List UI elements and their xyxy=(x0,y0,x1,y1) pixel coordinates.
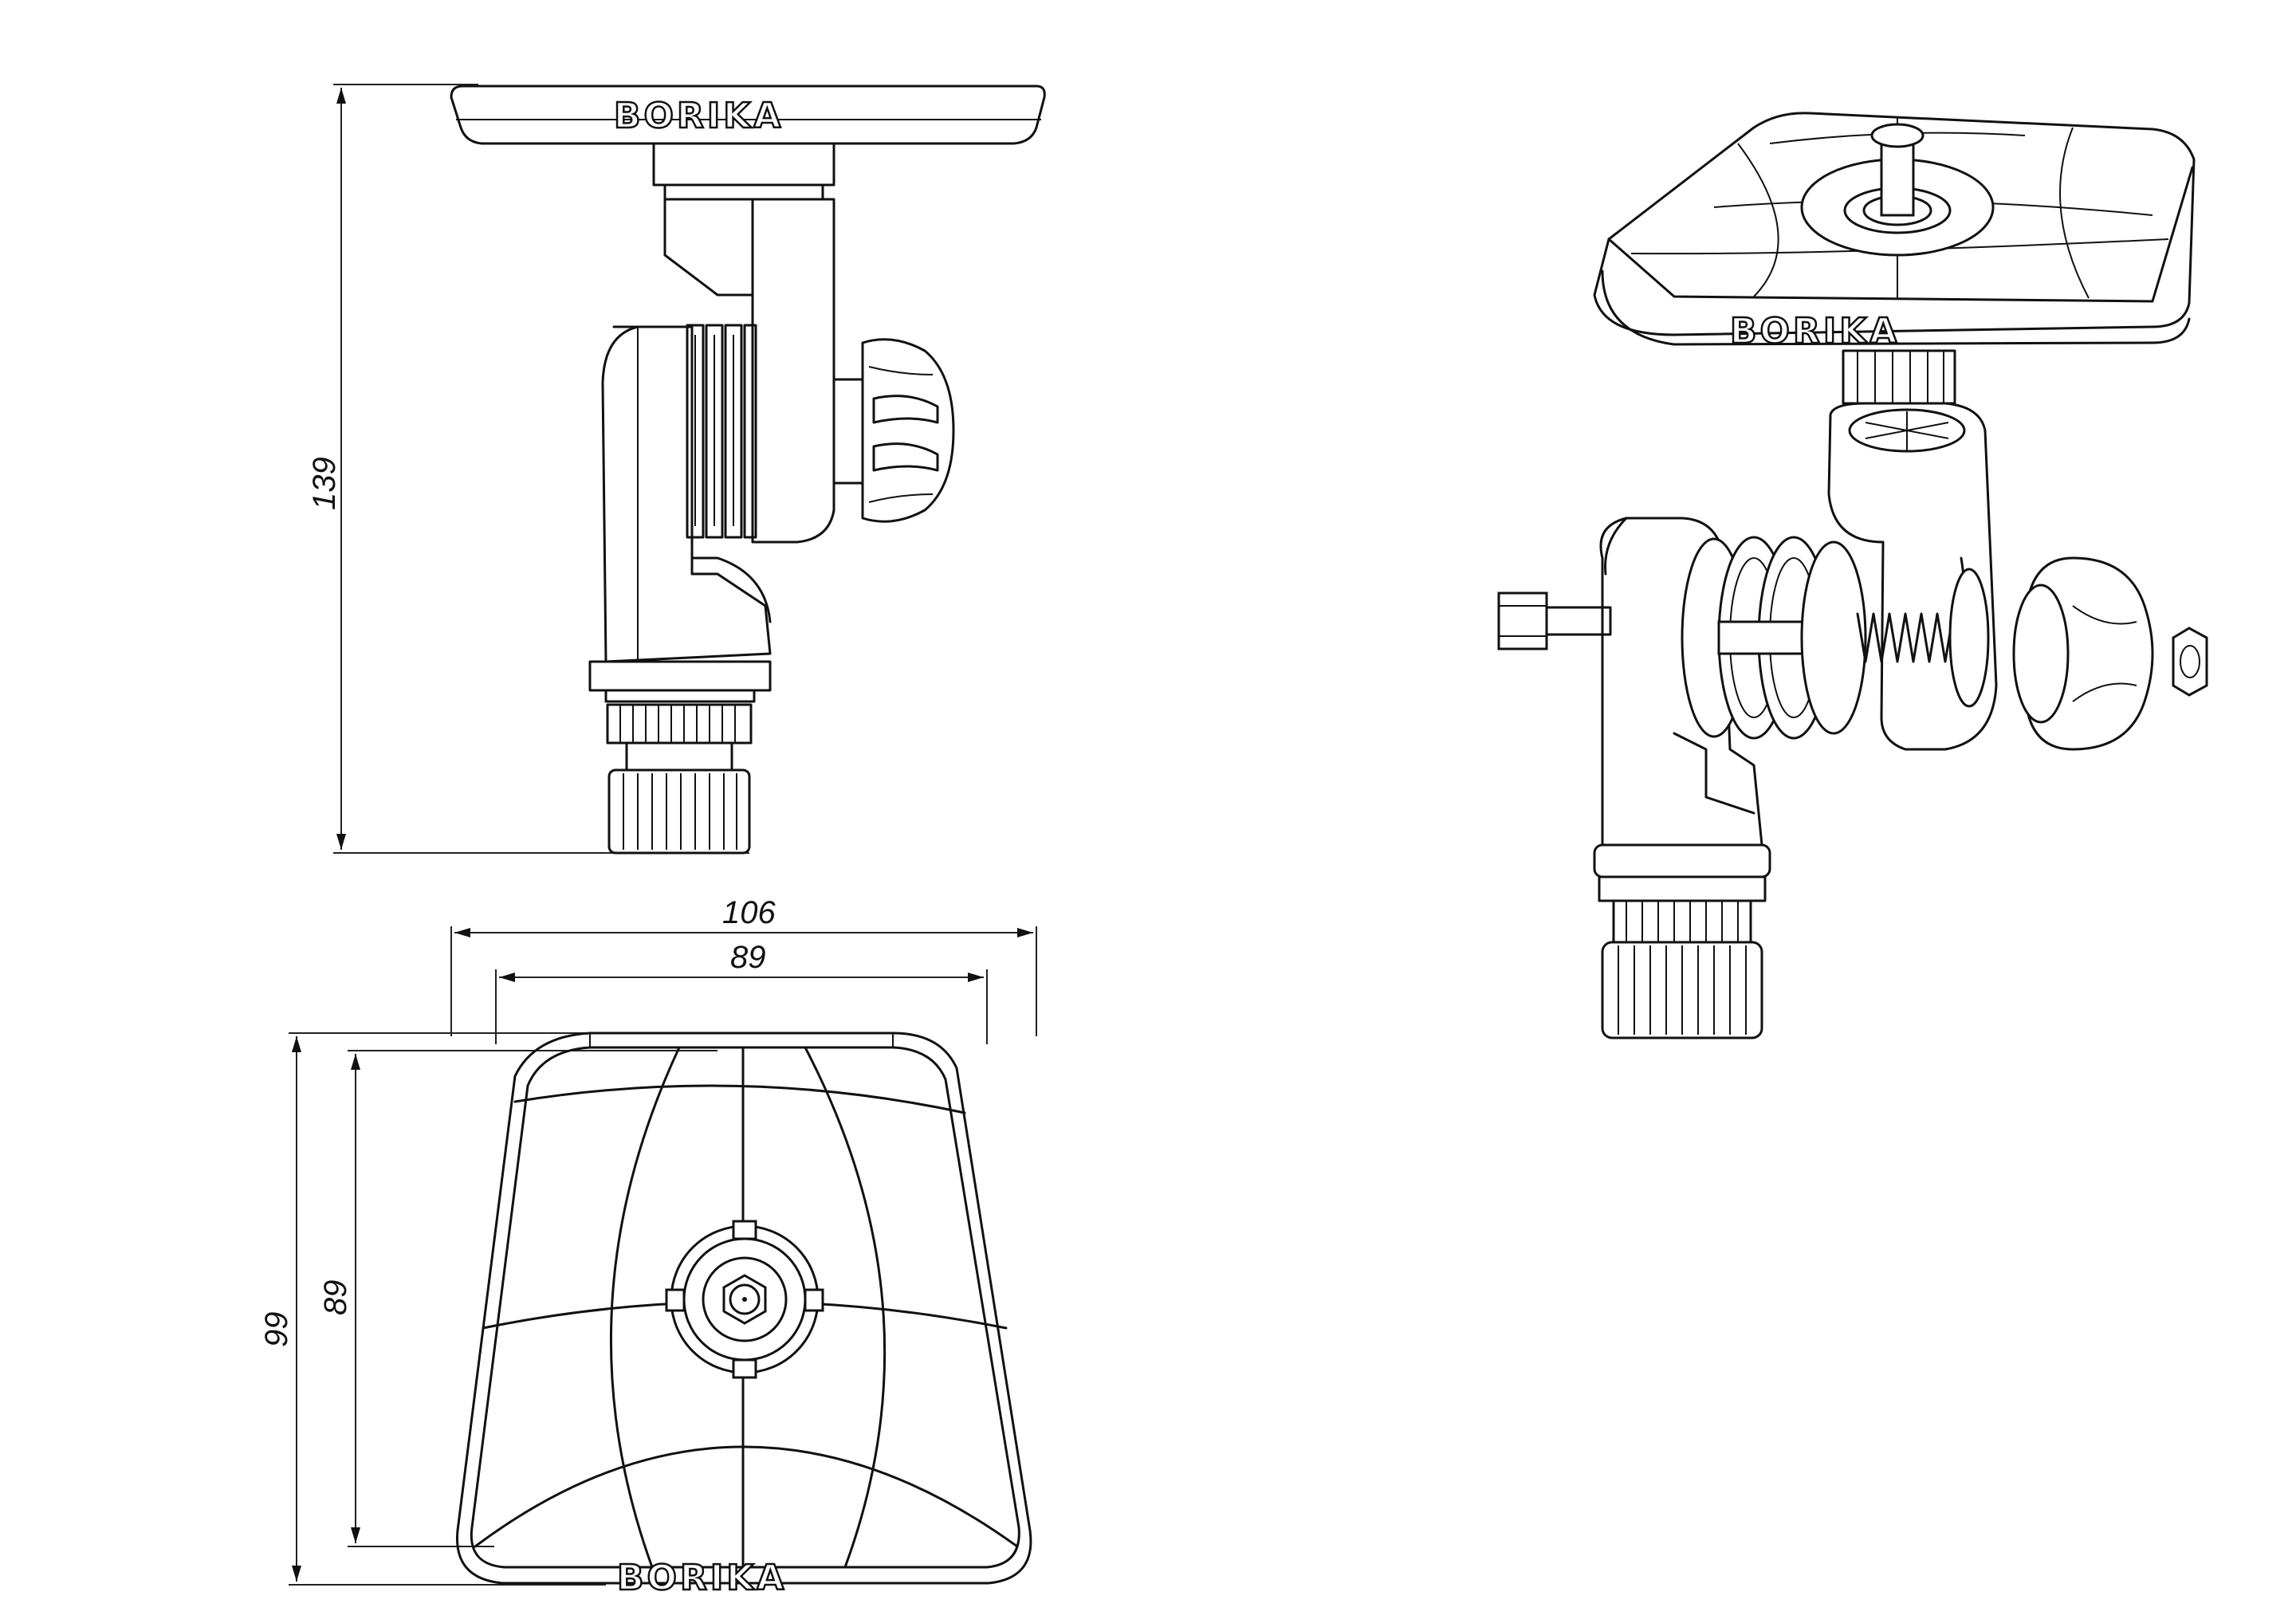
iso-spring xyxy=(1856,568,1990,708)
top-plate-outline: BORIKA xyxy=(455,1032,1032,1599)
depth-dimension-outer: 99 xyxy=(259,1032,606,1586)
top-view: 106 89 99 89 xyxy=(259,895,1037,1599)
width-inner-label: 89 xyxy=(730,940,766,975)
depth-inner-label: 89 xyxy=(318,1280,353,1316)
depth-dimension-inner: 89 xyxy=(318,1050,718,1547)
height-dimension: 139 xyxy=(307,84,749,854)
iso-nut xyxy=(2172,627,2208,697)
serrated-discs xyxy=(686,324,757,539)
iso-knob xyxy=(2012,556,2154,751)
height-label: 139 xyxy=(307,457,342,510)
iso-plate: BORIKA xyxy=(1593,112,2196,352)
top-plate: BORIKA xyxy=(450,84,1046,145)
width-dimension-inner: 89 xyxy=(495,940,988,1044)
side-knob xyxy=(832,338,955,523)
depth-outer-label: 99 xyxy=(259,1312,294,1348)
centre-hub xyxy=(665,1220,824,1379)
side-view: 139 BORIKA xyxy=(307,84,1046,855)
iso-logo: BORIKA xyxy=(1730,311,1900,352)
iso-bolt xyxy=(1497,591,1612,650)
width-outer-label: 106 xyxy=(722,895,776,930)
lower-body xyxy=(601,325,772,663)
top-logo: BORIKA xyxy=(617,1558,787,1598)
side-base xyxy=(588,660,772,855)
width-dimension-outer: 106 xyxy=(450,895,1037,1036)
side-logo: BORIKA xyxy=(614,96,784,136)
upper-arm xyxy=(663,198,835,544)
exploded-view: BORIKA xyxy=(1497,112,2208,1039)
iso-discs xyxy=(1681,536,1867,740)
